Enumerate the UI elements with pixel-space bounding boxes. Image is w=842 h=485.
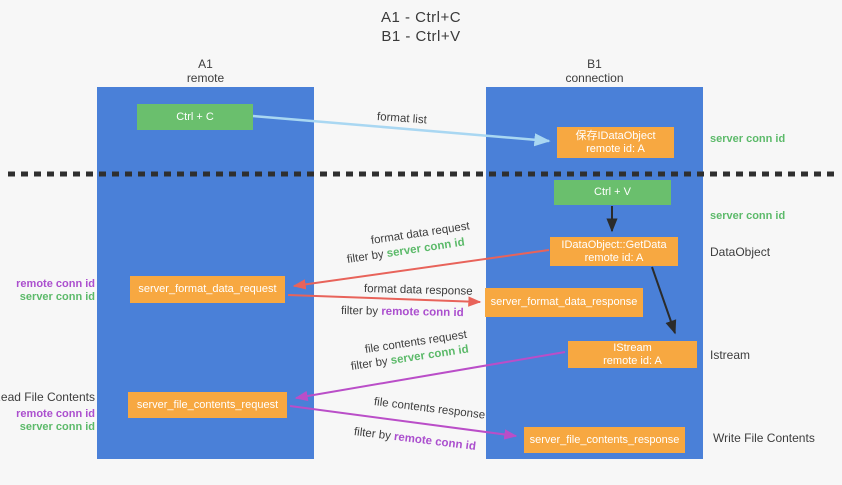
file-contents-response-arrow: [289, 405, 518, 440]
format-data-response-arrow: [287, 294, 482, 307]
format-data-request-arrow: [292, 249, 550, 290]
node-save-idataobject: 保存IDataObject remote id: A: [557, 127, 674, 158]
right-server-conn-id-top: server conn id: [710, 133, 786, 145]
title-line-paste: B1 - Ctrl+V: [381, 28, 461, 45]
diagram-title: A1 - Ctrl+C B1 - Ctrl+V: [0, 8, 842, 46]
left-conn-id-pair-bottom: remote conn id server conn id: [16, 408, 95, 434]
getdata-to-istream-arrow: [651, 266, 677, 335]
node-getdata-line2: remote id: A: [584, 251, 644, 264]
left-remote-conn-id-top: remote conn id: [16, 278, 95, 290]
node-istream: IStream remote id: A: [568, 341, 697, 368]
right-istream-label: Istream: [710, 348, 751, 362]
right-dataobject-label: DataObject: [710, 245, 771, 259]
node-save-idataobject-line1: 保存IDataObject: [575, 129, 656, 142]
right-server-conn-id-mid: server conn id: [710, 210, 786, 222]
node-save-idataobject-line2: remote id: A: [586, 142, 645, 155]
node-server-format-data-response-label: server_format_data_response: [490, 296, 638, 308]
label-filter-by-remote-conn-id-1: filter by remote conn id: [341, 305, 464, 319]
column-b1-subtitle: connection: [565, 71, 624, 85]
column-a1-subtitle: remote: [186, 71, 225, 85]
column-header-a1: A1 remote: [97, 57, 314, 85]
node-server-file-contents-response-label: server_file_contents_response: [529, 433, 680, 446]
node-istream-line1: IStream: [613, 341, 652, 354]
remote-conn-id-highlight: remote conn id: [381, 305, 464, 320]
node-idataobject-getdata: IDataObject::GetData remote id: A: [550, 237, 678, 266]
node-istream-line2: remote id: A: [603, 354, 662, 367]
node-server-format-data-request: server_format_data_request: [130, 276, 285, 303]
left-server-conn-id-bottom: server conn id: [19, 421, 95, 433]
title-line-copy: A1 - Ctrl+C: [380, 9, 462, 26]
column-a1-name: A1: [198, 57, 213, 71]
node-ctrl-c: Ctrl + C: [137, 104, 253, 130]
node-ctrl-v-label: Ctrl + V: [594, 186, 631, 198]
right-write-file-contents-label: Write File Contents: [713, 431, 815, 445]
filter-keyword: filter by: [340, 305, 382, 318]
left-server-conn-id-top: server conn id: [19, 291, 95, 303]
format-list-arrow: [252, 114, 551, 147]
node-ctrl-v: Ctrl + V: [554, 180, 671, 205]
node-server-file-contents-response: server_file_contents_response: [524, 427, 685, 453]
node-getdata-line1: IDataObject::GetData: [561, 238, 667, 251]
node-server-format-data-response: server_format_data_response: [485, 288, 643, 317]
node-server-format-data-request-label: server_format_data_request: [138, 283, 277, 295]
file-contents-request-arrow: [294, 351, 566, 402]
node-server-file-contents-request: server_file_contents_request: [128, 392, 287, 418]
column-header-b1: B1 connection: [486, 57, 703, 85]
column-b1-name: B1: [587, 57, 602, 71]
node-ctrl-c-label: Ctrl + C: [176, 110, 214, 123]
left-read-file-contents-label: Read File Contents: [0, 390, 95, 404]
left-remote-conn-id-bottom: remote conn id: [16, 408, 95, 420]
node-server-file-contents-request-label: server_file_contents_request: [136, 398, 279, 411]
left-conn-id-pair-top: remote conn id server conn id: [16, 278, 95, 304]
